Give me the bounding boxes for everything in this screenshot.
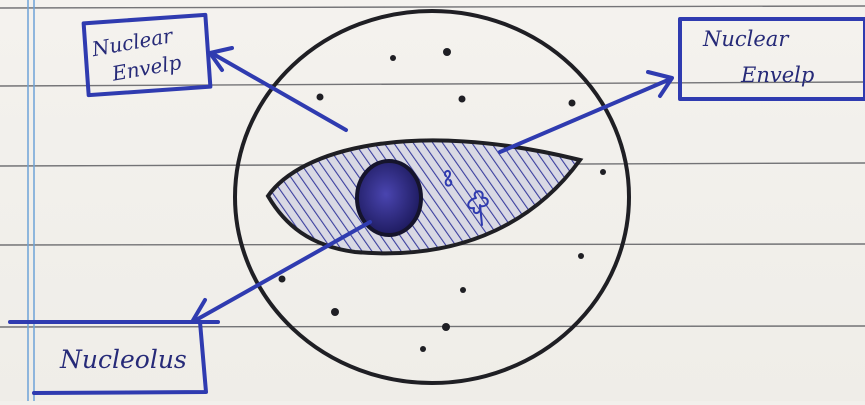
label-top-right-line1: Nuclear: [702, 27, 790, 51]
margin-lines: [28, 0, 34, 401]
arrow-bottom-left: [192, 222, 370, 322]
label-top-right-line2: Envelp: [740, 63, 814, 87]
label-bottom-left: Nucleolus: [59, 345, 187, 374]
arrow-top-left: [210, 48, 346, 130]
nucleus: [268, 140, 580, 253]
